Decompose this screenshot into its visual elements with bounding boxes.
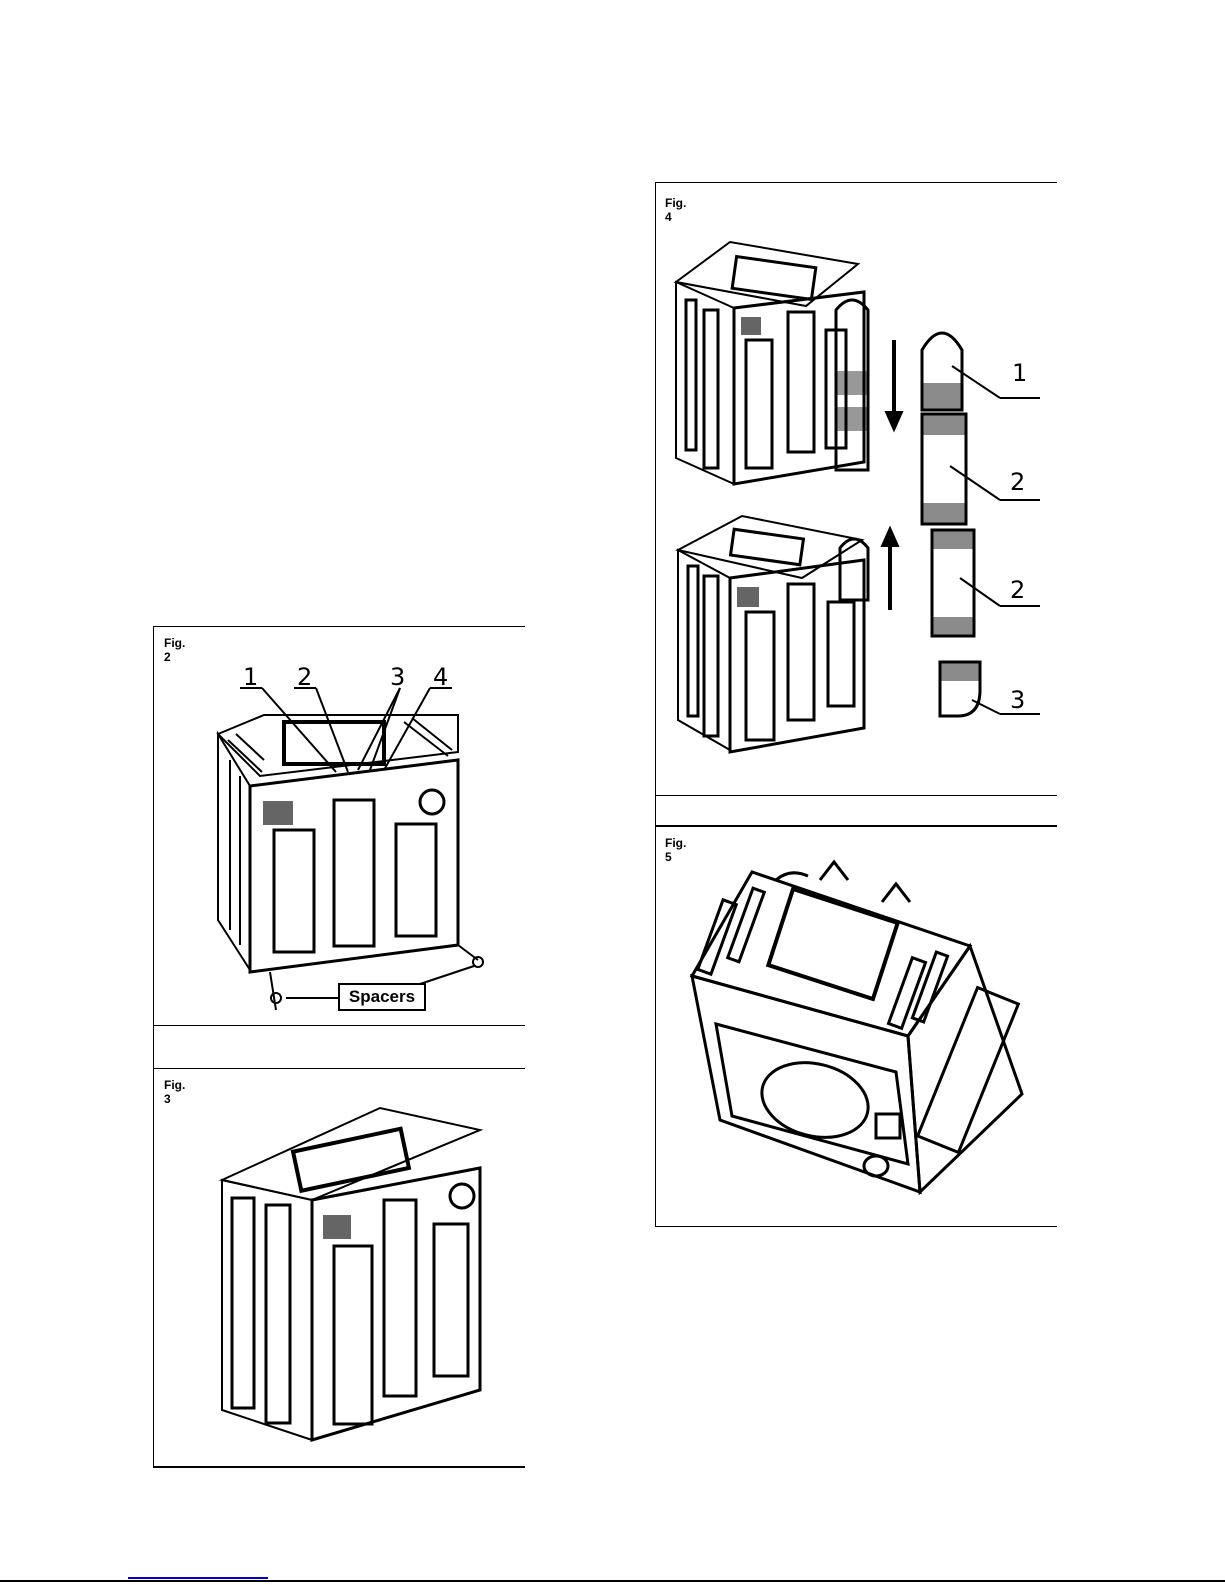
footer-rule-black: [0, 1580, 1225, 1582]
footer-link-underline[interactable]: [128, 1577, 268, 1579]
